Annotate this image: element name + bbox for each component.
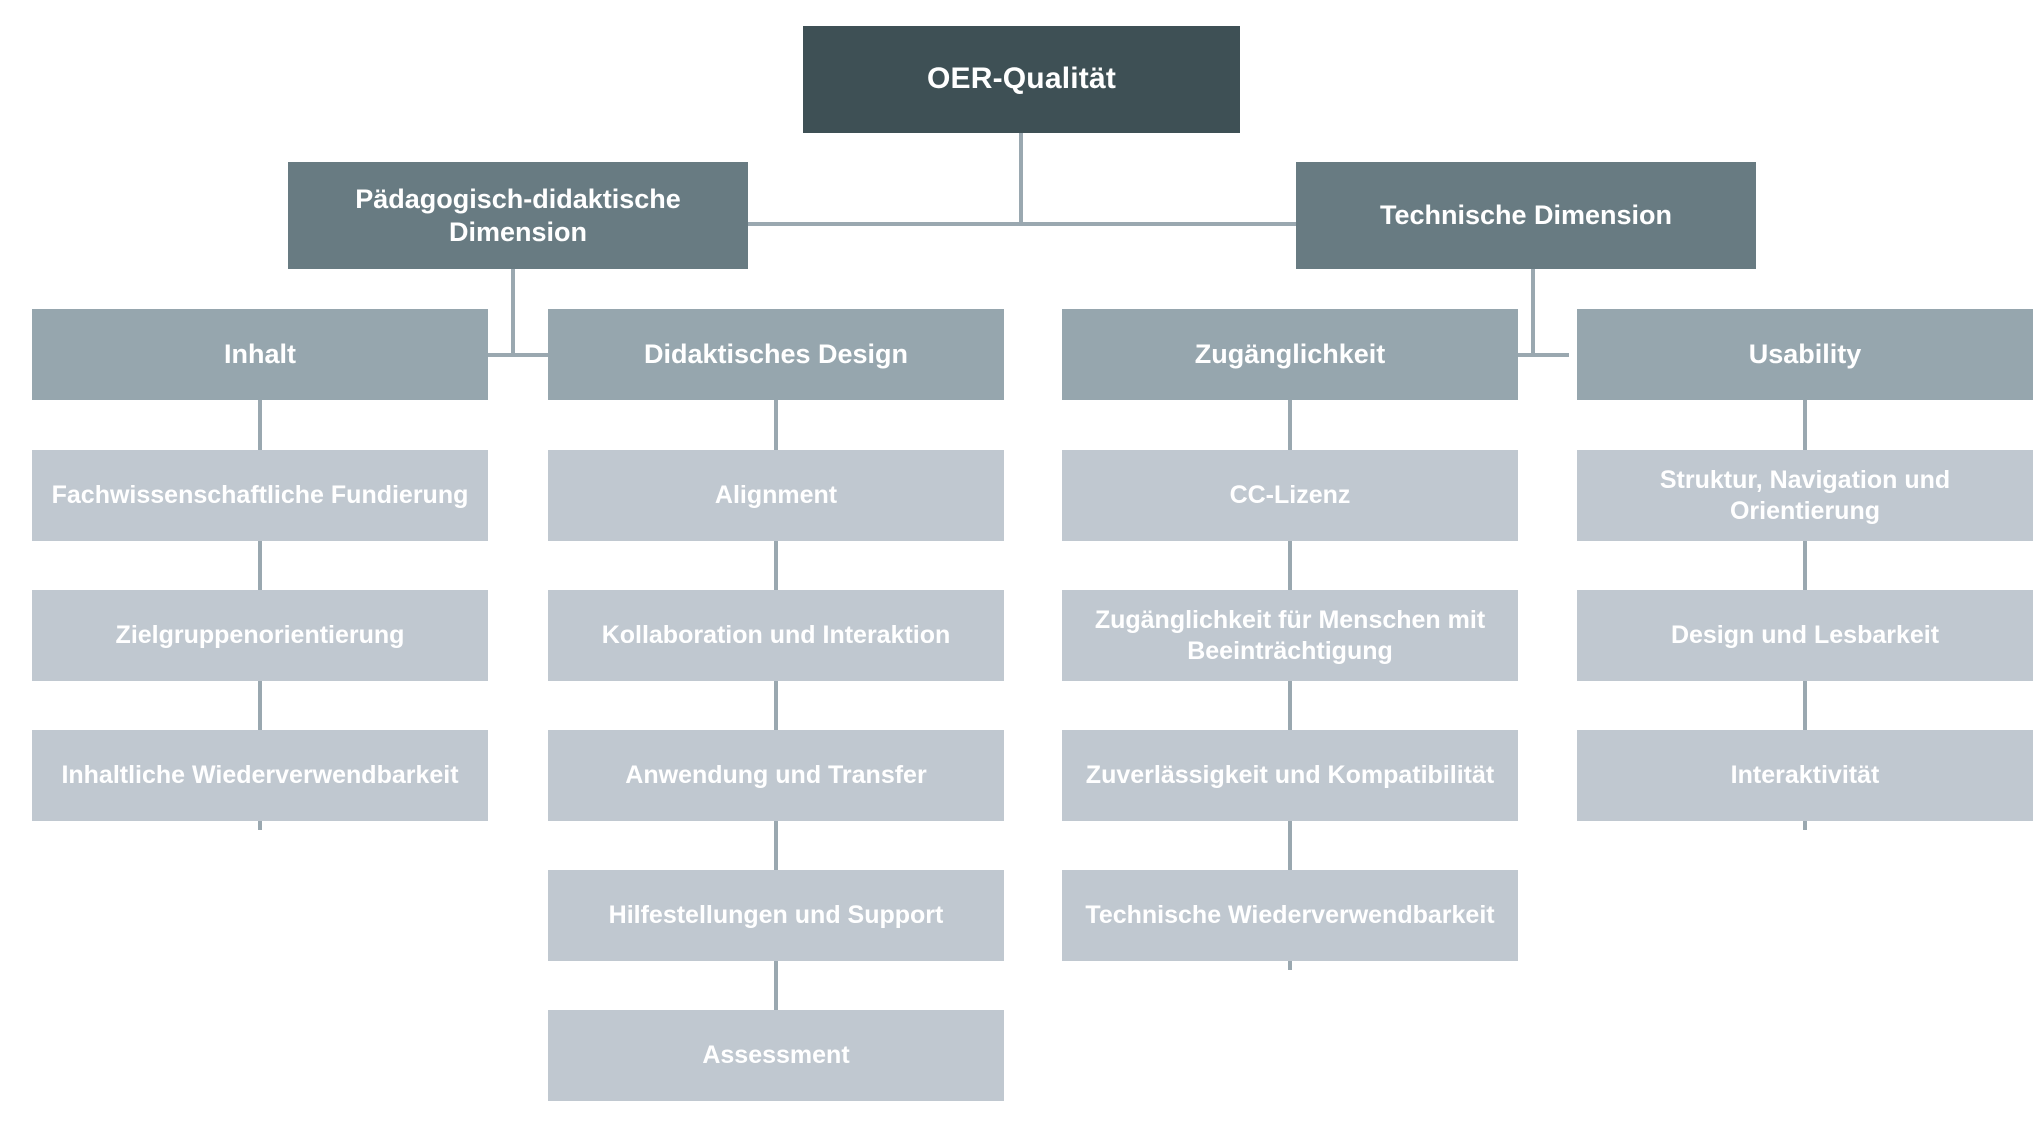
node-label: Inhalt [224,339,296,370]
node-criterion-fachwissenschaftliche-fundierung[interactable]: Fachwissenschaftliche Fundierung [32,450,488,541]
node-label: Assessment [702,1041,850,1070]
node-label: Zuverlässigkeit und Kompatibilität [1085,761,1495,790]
node-label: Zugänglichkeit für Menschen mit Beeinträ… [1094,606,1486,665]
node-criterion-interaktivitaet[interactable]: Interaktivität [1577,730,2033,821]
node-label: Pädagogisch-didaktische Dimension [355,183,681,247]
node-category-usability[interactable]: Usability [1577,309,2033,400]
connector-category-bar-left [487,353,549,357]
connector-right-dimension-drop [1531,268,1535,355]
node-label: Didaktisches Design [643,339,909,370]
node-label: Technische Wiederverwendbarkeit [1085,901,1495,930]
node-criterion-cc-lizenz[interactable]: CC-Lizenz [1062,450,1518,541]
node-label: CC-Lizenz [1229,481,1351,510]
node-criterion-zielgruppenorientierung[interactable]: Zielgruppenorientierung [32,590,488,681]
connector-dimension-bar [736,222,1308,226]
node-criterion-zugaenglichkeit-fuer-menschen-mit-beeintraechtigung[interactable]: Zugänglichkeit für Menschen mit Beeinträ… [1062,590,1518,681]
node-category-didaktisches-design[interactable]: Didaktisches Design [548,309,1004,400]
node-criterion-zuverlaessigkeit-und-kompatibilitaet[interactable]: Zuverlässigkeit und Kompatibilität [1062,730,1518,821]
node-dimension-technisch[interactable]: Technische Dimension [1296,162,1756,269]
node-criterion-anwendung-und-transfer[interactable]: Anwendung und Transfer [548,730,1004,821]
node-label: Zielgruppenorientierung [115,621,405,650]
node-criterion-struktur-navigation-und-orientierung[interactable]: Struktur, Navigation und Orientierung [1577,450,2033,541]
node-dimension-paedagogisch-didaktisch[interactable]: Pädagogisch-didaktische Dimension [288,162,748,269]
node-label: Interaktivität [1730,761,1880,790]
node-criterion-assessment[interactable]: Assessment [548,1010,1004,1101]
node-category-zugaenglichkeit[interactable]: Zugänglichkeit [1062,309,1518,400]
node-label: Technische Dimension [1379,200,1673,231]
node-label: Inhaltliche Wiederverwendbarkeit [61,761,459,790]
node-label: Anwendung und Transfer [625,761,927,790]
node-criterion-design-und-lesbarkeit[interactable]: Design und Lesbarkeit [1577,590,2033,681]
node-criterion-alignment[interactable]: Alignment [548,450,1004,541]
node-label: Struktur, Navigation und Orientierung [1659,466,1951,525]
node-label: Zugänglichkeit [1194,339,1386,370]
node-label: Alignment [714,481,838,510]
connector-spine-zugaenglichkeit [1288,400,1292,970]
node-label: Design und Lesbarkeit [1670,621,1940,650]
node-label: OER-Qualität [926,62,1117,96]
node-label: Hilfestellungen und Support [608,901,944,930]
connector-left-dimension-drop [511,268,515,355]
node-root-oer-qualitaet[interactable]: OER-Qualität [803,26,1240,133]
node-criterion-hilfestellungen-und-support[interactable]: Hilfestellungen und Support [548,870,1004,961]
node-label: Fachwissenschaftliche Fundierung [51,481,469,510]
connector-category-bar-right [1507,353,1569,357]
connector-root-drop [1019,133,1023,224]
node-criterion-inhaltliche-wiederverwendbarkeit[interactable]: Inhaltliche Wiederverwendbarkeit [32,730,488,821]
node-label: Usability [1748,339,1862,370]
node-criterion-kollaboration-und-interaktion[interactable]: Kollaboration und Interaktion [548,590,1004,681]
node-criterion-technische-wiederverwendbarkeit[interactable]: Technische Wiederverwendbarkeit [1062,870,1518,961]
node-category-inhalt[interactable]: Inhalt [32,309,488,400]
node-label: Kollaboration und Interaktion [601,621,951,650]
